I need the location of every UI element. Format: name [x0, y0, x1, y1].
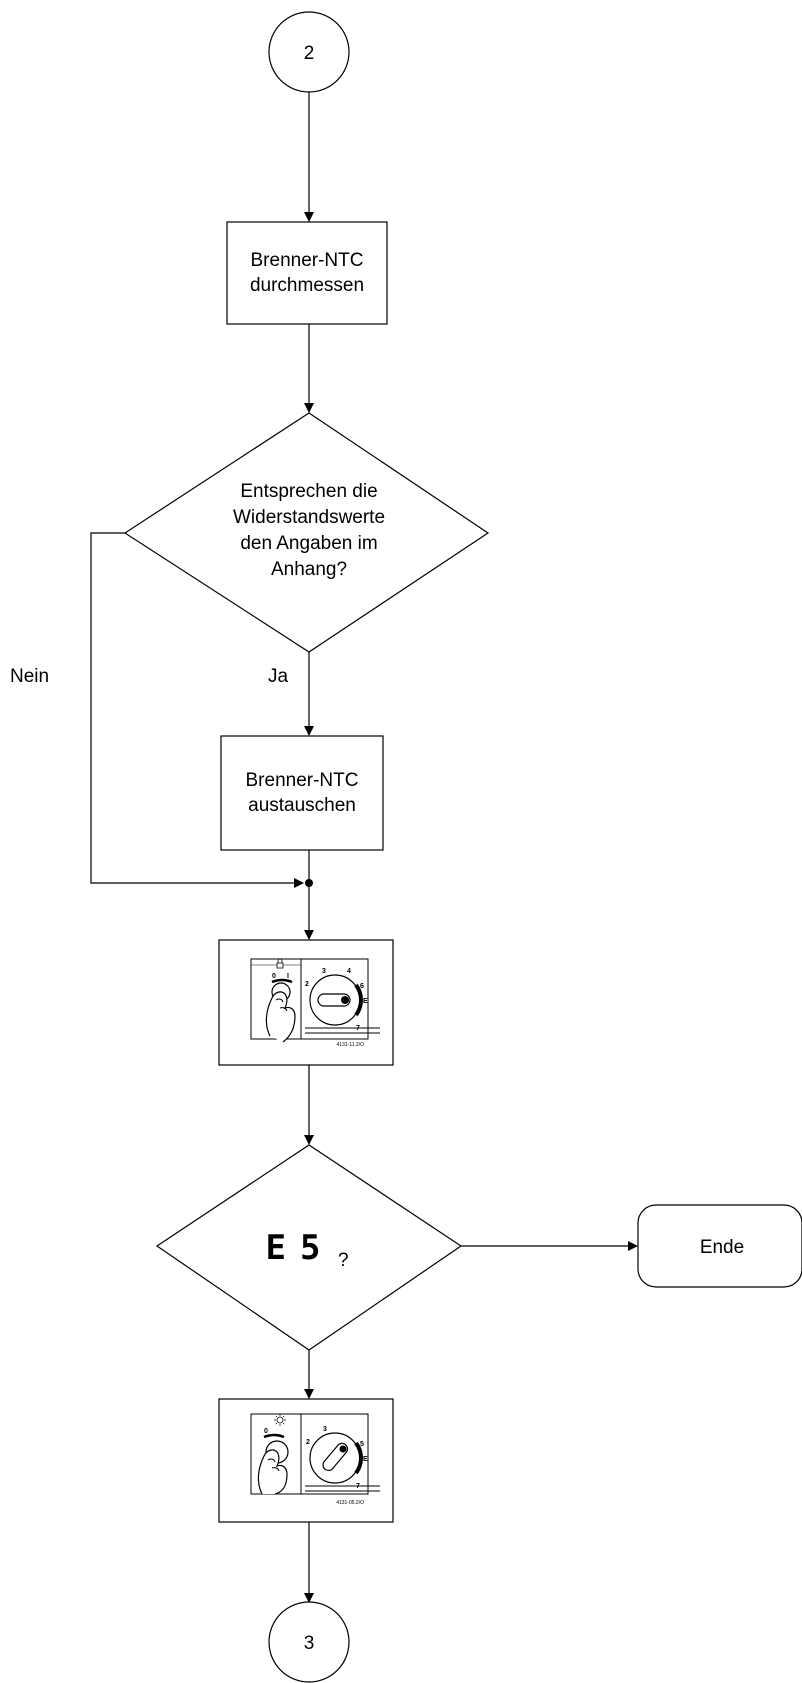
temperature-dial-2: 2 3 5 E 7 — [306, 1426, 368, 1490]
end-label: Ende — [700, 1237, 744, 1258]
panel2-code: 4131-05.2/O — [336, 1500, 364, 1506]
lock-icon — [276, 958, 284, 969]
switch-on-mark: I — [287, 973, 289, 980]
dial2-mark-2: 2 — [306, 1439, 310, 1446]
e5-code: E5 — [266, 1228, 335, 1268]
hand-icon — [265, 991, 296, 1043]
measure-ntc-line2: durchmessen — [250, 275, 364, 296]
resistance-question-line2: Widerstandswerte — [233, 507, 385, 528]
dial-mark-2: 2 — [305, 981, 309, 988]
measure-ntc-line1: Brenner-NTC — [251, 250, 364, 271]
resistance-decision: Entsprechen die Widerstandswerte den Ang… — [123, 412, 490, 653]
switch-off-mark: 0 — [272, 973, 276, 980]
reset-mark-0: 0 — [264, 1428, 268, 1435]
start-connector: 2 — [268, 11, 350, 93]
dial-mark-3: 3 — [322, 968, 326, 975]
reset-sun-icon — [274, 1414, 286, 1426]
dial2-mark-3: 3 — [323, 1426, 327, 1433]
dial2-mark-5: 5 — [360, 1441, 364, 1448]
resistance-question-line4: Anhang? — [271, 559, 347, 580]
measure-ntc-box: Brenner-NTC durchmessen — [226, 221, 388, 325]
start-connector-label: 2 — [304, 43, 315, 64]
dial-mark-4: 4 — [347, 968, 351, 975]
no-label: Nein — [10, 666, 49, 687]
e5-question-mark: ? — [338, 1250, 349, 1271]
dial-mark-6: 6 — [360, 983, 364, 990]
replace-ntc-box: Brenner-NTC austauschen — [220, 735, 384, 851]
dial2-mark-e: E — [363, 1456, 368, 1463]
replace-ntc-line1: Brenner-NTC — [246, 770, 359, 791]
resistance-question-line3: den Angaben im — [240, 533, 377, 554]
edge-no-path — [90, 532, 304, 888]
end-terminator: Ende — [637, 1204, 802, 1288]
resistance-question-line1: Entsprechen die — [240, 481, 377, 502]
e5-decision: E5 ? — [155, 1144, 463, 1351]
end-connector: 3 — [268, 1601, 350, 1683]
control-panel-switch-on: 0 I 2 3 4 6 E 7 4131-11.2/O — [218, 939, 394, 1066]
control-panel-reset: 0 2 3 5 E 7 4131-05.2/O — [218, 1398, 394, 1523]
end-connector-label: 3 — [304, 1633, 315, 1654]
replace-ntc-line2: austauschen — [248, 795, 356, 816]
panel1-code: 4131-11.2/O — [337, 1042, 365, 1048]
hand-icon-2 — [257, 1449, 288, 1495]
yes-label: Ja — [268, 666, 289, 687]
dial-mark-e: E — [363, 998, 368, 1005]
